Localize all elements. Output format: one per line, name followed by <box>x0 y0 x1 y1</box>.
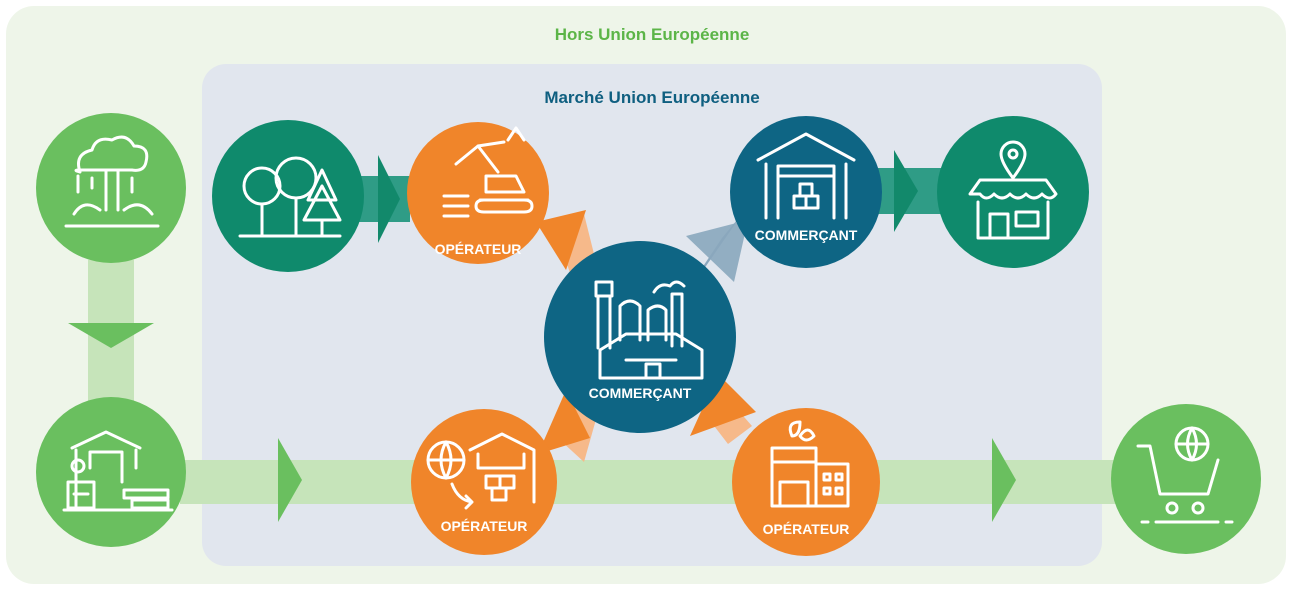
node-trader-warehouse: COMMERÇANT <box>730 116 882 268</box>
ecommerce-cart-icon <box>1136 426 1234 524</box>
arrow-to-factory-upleft <box>536 210 586 270</box>
arrow-top-left <box>378 155 400 243</box>
eu-market-title: Marché Union Européenne <box>544 88 759 107</box>
excavator-icon <box>442 126 534 218</box>
arrow-bottom-1 <box>278 438 302 522</box>
arrow-to-producer <box>690 374 756 436</box>
path-bottom <box>180 460 1150 504</box>
node-operator-harvest: OPÉRATEUR <box>407 122 549 264</box>
trader-warehouse-label: COMMERÇANT <box>755 227 858 243</box>
arrow-bottom-2 <box>992 438 1016 522</box>
operator-import-label: OPÉRATEUR <box>441 518 528 534</box>
node-operator-import: OPÉRATEUR <box>411 409 557 555</box>
node-sawmill <box>36 397 186 547</box>
node-tropical-forest <box>36 113 186 263</box>
trader-factory-label: COMMERÇANT <box>589 385 692 401</box>
node-operator-producer: OPÉRATEUR <box>732 408 880 556</box>
arrow-top-right <box>894 150 918 232</box>
outside-eu-title: Hors Union Européenne <box>555 25 750 44</box>
arrow-to-trader <box>686 220 748 282</box>
node-factory: COMMERÇANT <box>544 241 736 433</box>
sawmill-icon <box>62 430 174 512</box>
warehouse-icon <box>756 132 856 220</box>
node-shop <box>937 116 1089 268</box>
arrow-to-factory-downleft <box>538 390 590 454</box>
operator-producer-label: OPÉRATEUR <box>763 521 850 537</box>
arrow-down <box>68 323 154 348</box>
node-forest <box>212 120 364 272</box>
forest-icon <box>238 156 342 238</box>
operator-harvest-label: OPÉRATEUR <box>435 241 522 257</box>
global-import-icon <box>426 432 536 510</box>
producer-building-icon <box>770 420 850 508</box>
shop-location-icon <box>968 140 1058 240</box>
node-ecommerce <box>1111 404 1261 554</box>
tropical-forest-icon <box>64 135 160 228</box>
factory-icon <box>594 280 704 380</box>
